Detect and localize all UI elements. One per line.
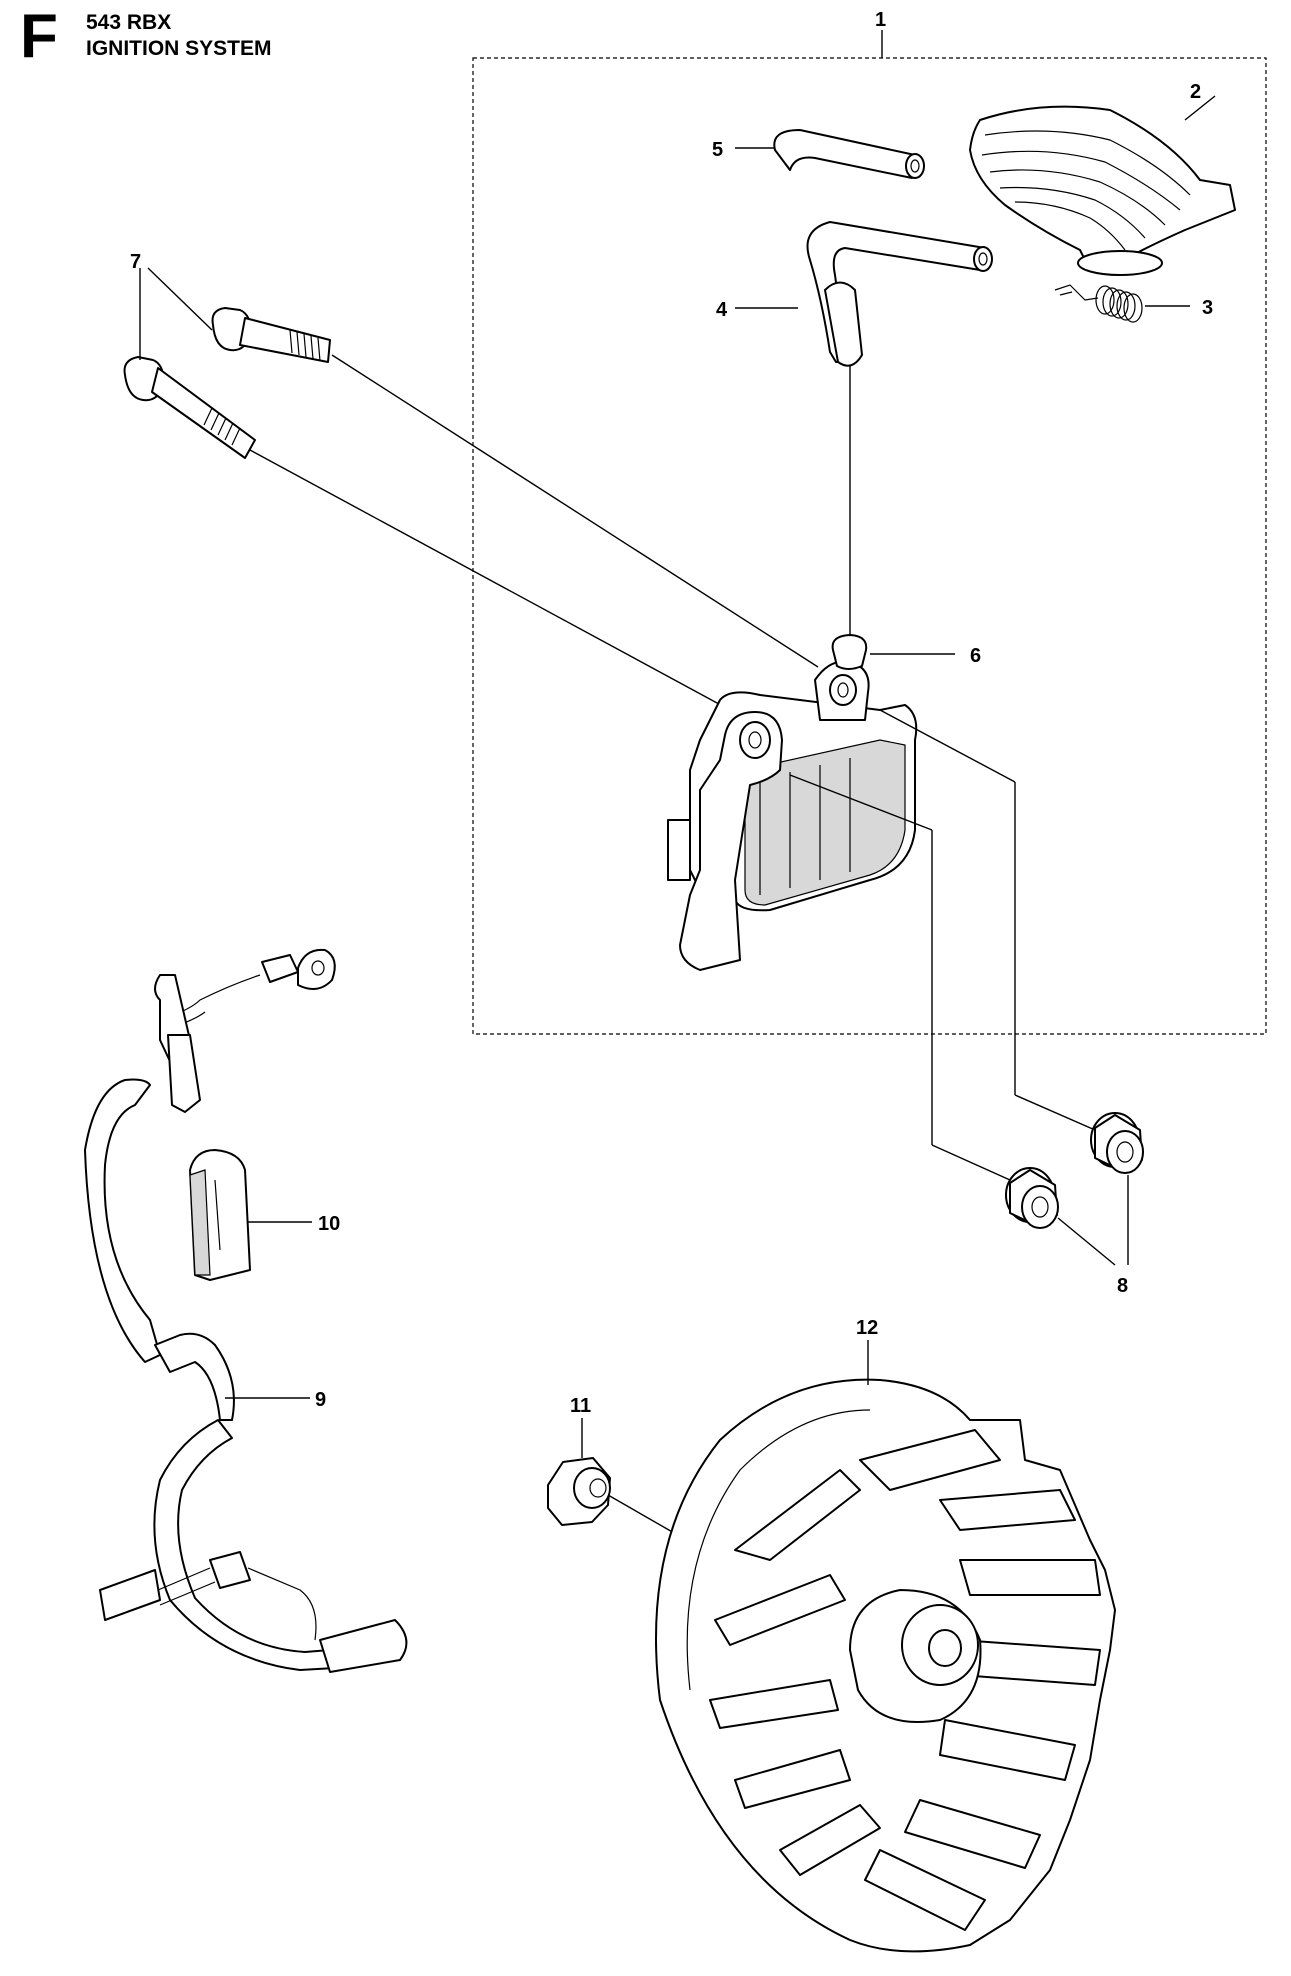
callout-2: 2 (1190, 81, 1201, 103)
callout-4: 4 (716, 299, 728, 321)
callout-6: 6 (970, 645, 981, 667)
part-7-screws (123, 267, 819, 711)
callout-11: 11 (570, 1395, 591, 1417)
diagram-title: IGNITION SYSTEM (86, 37, 272, 60)
leader-line-8a (1057, 1217, 1116, 1266)
part-11-flywheel-nut (547, 1418, 696, 1546)
leader-line-7a (147, 267, 213, 331)
callout-3: 3 (1202, 297, 1213, 319)
part-2-switch-cover (969, 95, 1236, 276)
assembly-boundary (472, 57, 1267, 1035)
part-4-long-hose (735, 221, 993, 635)
part-3-spring (1054, 284, 1190, 323)
callout-12: 12 (856, 1317, 878, 1339)
part-5-short-hose (735, 129, 925, 179)
callout-5: 5 (712, 139, 723, 161)
part-12-flywheel (655, 1340, 1116, 1953)
model-name: 543 RBX (86, 11, 172, 34)
part-8-spacers (1005, 1112, 1144, 1266)
callout-7: 7 (130, 251, 141, 273)
callout-9: 9 (315, 1389, 326, 1411)
section-letter: F (20, 2, 58, 71)
leader-line-2 (1184, 95, 1216, 121)
callout-8: 8 (1117, 1275, 1128, 1297)
callout-1: 1 (875, 9, 886, 31)
callout-10: 10 (318, 1213, 340, 1235)
part-9-wire-harness (84, 948, 408, 1673)
part-10-cable-clip (189, 1149, 312, 1281)
part-6-ignition-module (667, 634, 1096, 1181)
